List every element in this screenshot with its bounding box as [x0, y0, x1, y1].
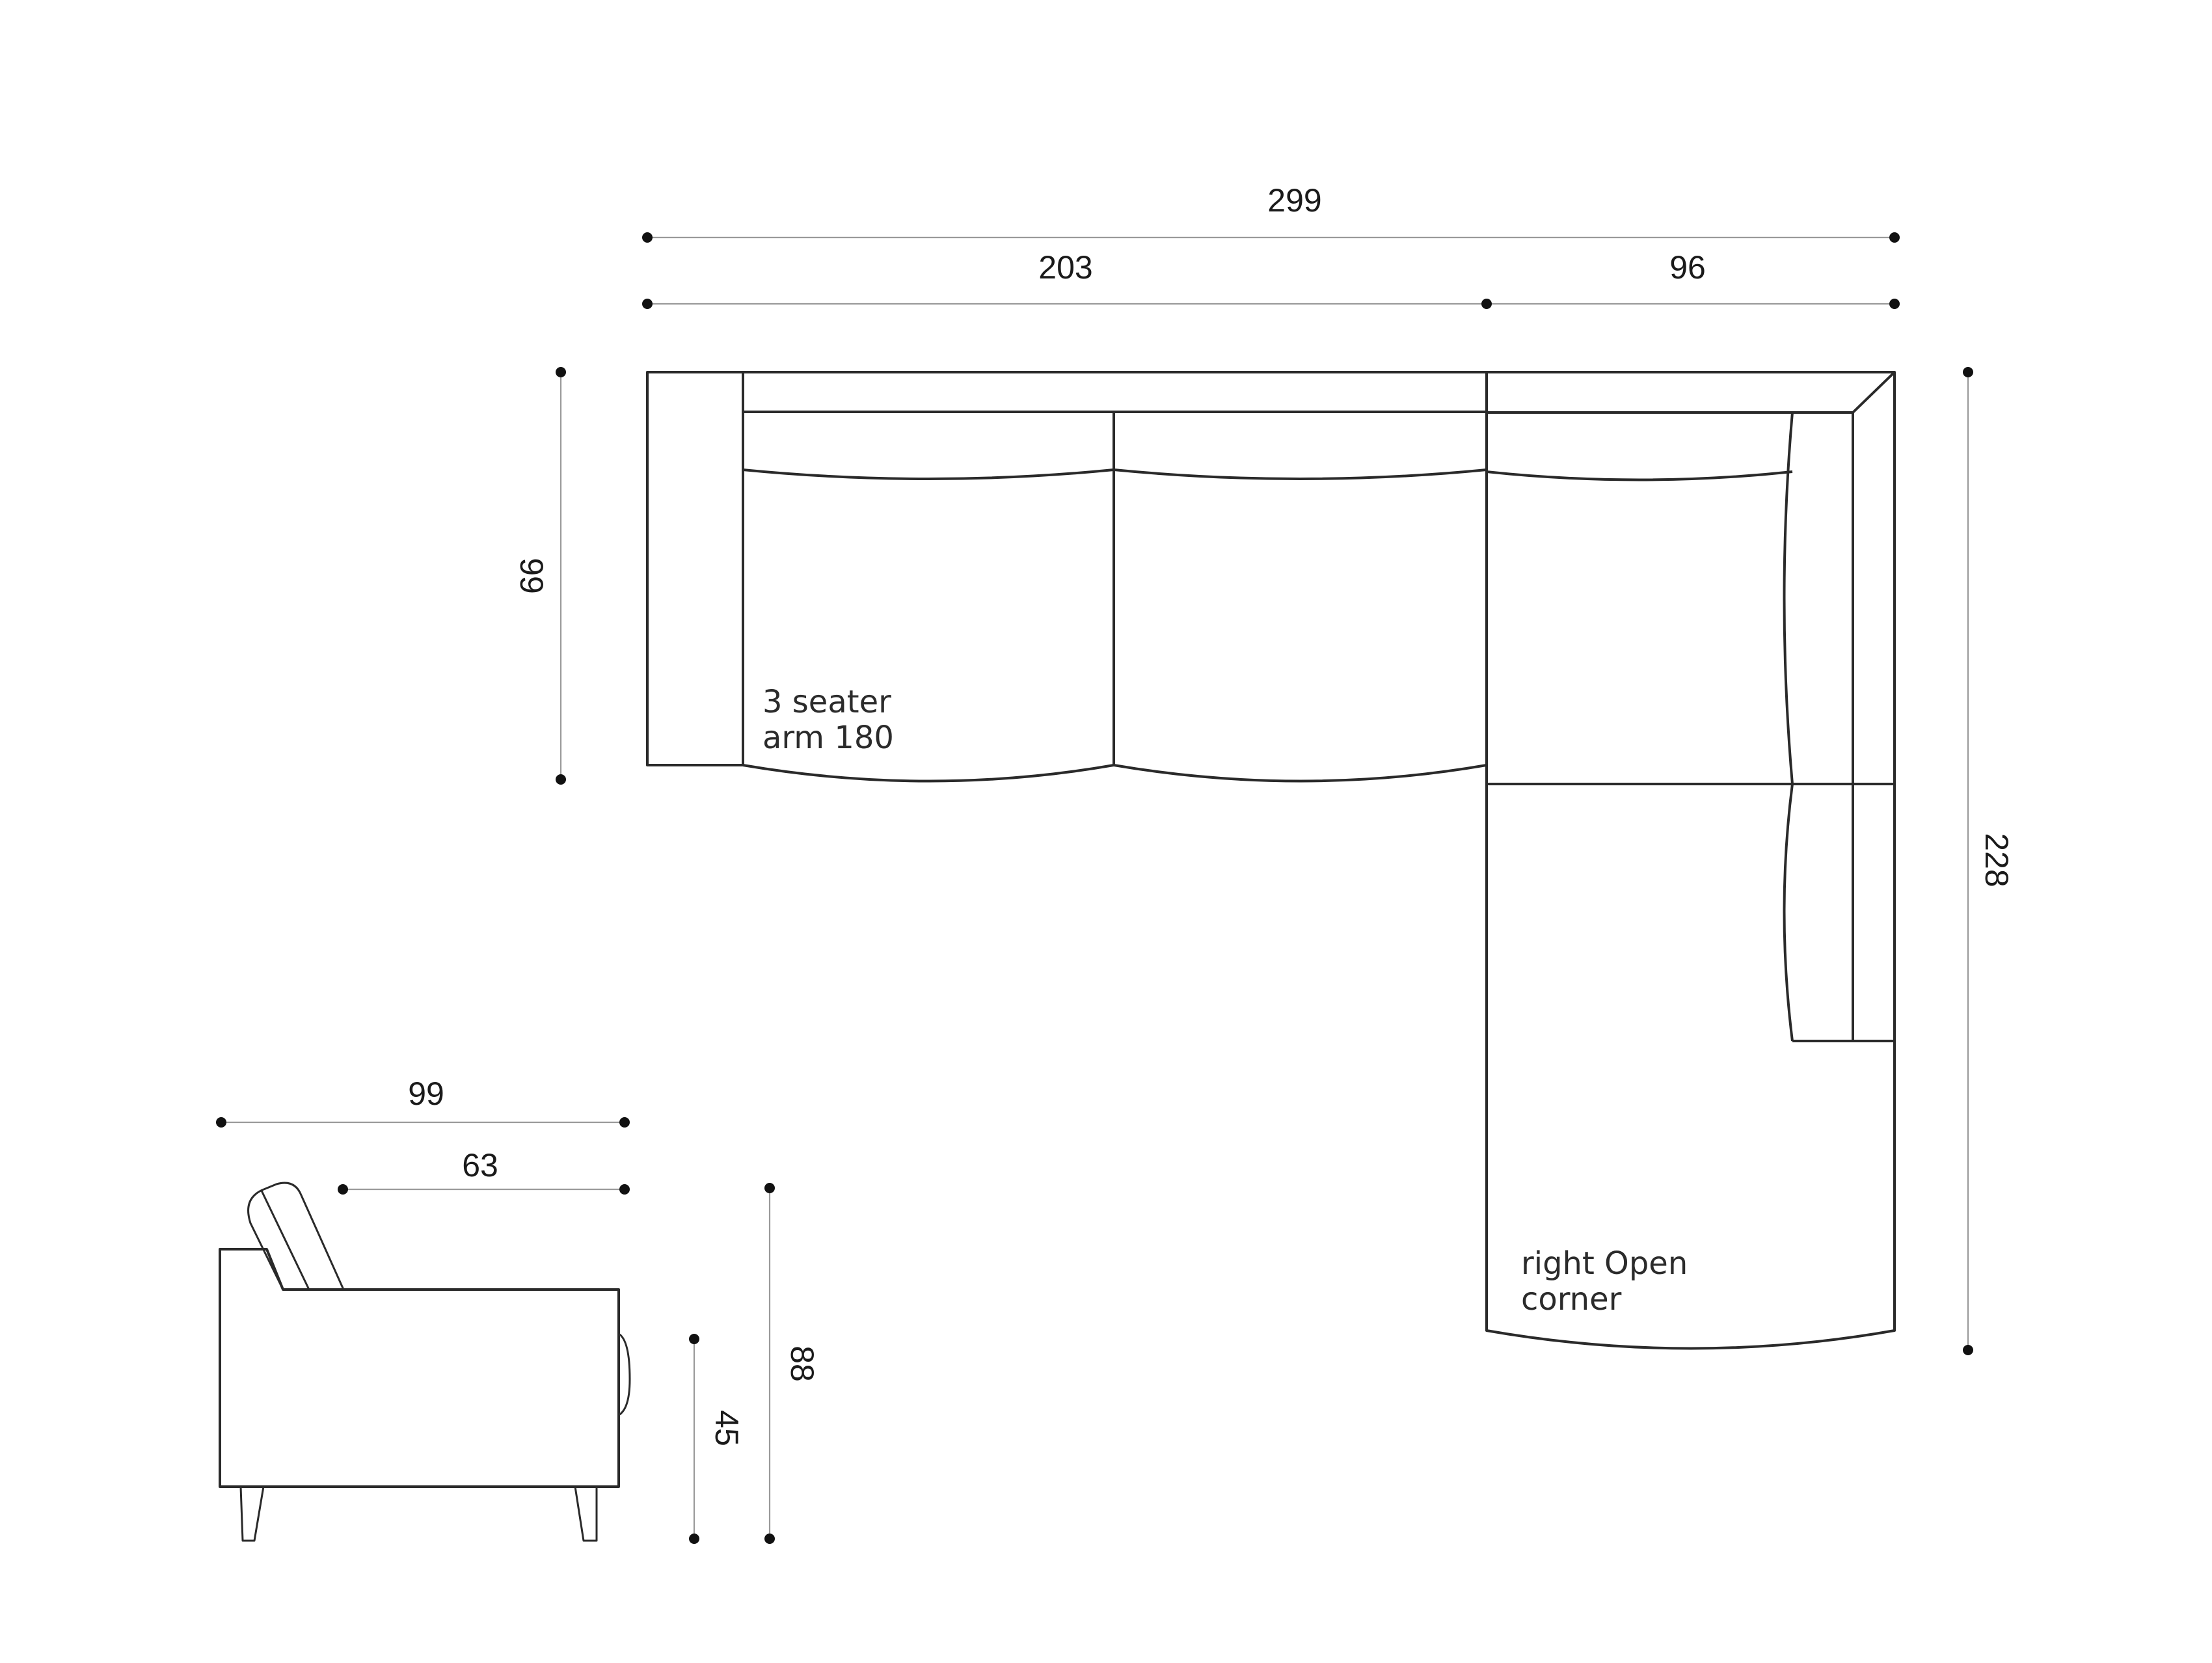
- sofa-right-module-open-corner: right Open corner: [1485, 371, 1896, 1350]
- sofa-left-module-3-seater: 3 seater arm 180: [646, 371, 1488, 783]
- dimension-side-depth: 99: [216, 1075, 630, 1128]
- dimension-top-segments: 203 96: [642, 249, 1900, 309]
- dimension-label-left-99: 99: [513, 558, 550, 594]
- dimension-label-88: 88: [784, 1345, 820, 1382]
- dimension-label-45: 45: [708, 1410, 745, 1446]
- dimension-side-seat-depth: 63: [338, 1147, 630, 1195]
- dimension-label-96: 96: [1669, 249, 1706, 286]
- sofa-side-view: [219, 1182, 631, 1542]
- module-label-3-seater-line2: arm 180: [762, 720, 894, 756]
- dimension-side-total-height: 88: [764, 1183, 820, 1544]
- dimension-right-depth: 228: [1963, 367, 2015, 1355]
- module-label-open-corner-line1: right Open: [1521, 1245, 1688, 1282]
- dimension-left-depth: 99: [513, 367, 566, 785]
- dimension-label-63: 63: [462, 1147, 498, 1183]
- dimension-label-299: 299: [1267, 182, 1321, 219]
- dimension-label-228: 228: [1978, 833, 2015, 887]
- dimension-label-203: 203: [1038, 249, 1092, 286]
- module-label-open-corner-line2: corner: [1521, 1281, 1622, 1318]
- dimension-top-total: 299: [642, 182, 1900, 243]
- dimension-label-side-99: 99: [408, 1075, 444, 1112]
- module-label-3-seater-line1: 3 seater: [762, 684, 891, 720]
- dimension-side-seat-height: 45: [689, 1334, 745, 1544]
